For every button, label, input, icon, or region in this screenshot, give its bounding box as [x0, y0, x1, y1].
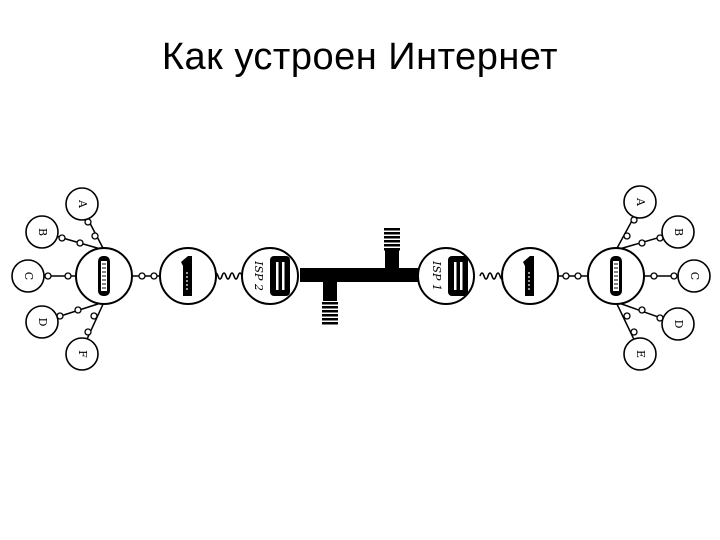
- isp-2-label: ISP 2: [252, 260, 265, 291]
- isp-1-label: ISP 1: [430, 260, 443, 291]
- right-modem: [501, 247, 559, 305]
- isp-2-node: ISP 2: [241, 247, 299, 305]
- isp-1-node: ISP 1: [417, 247, 475, 305]
- left-leaf-f: F: [65, 337, 99, 371]
- right-leaf-c: C: [677, 259, 711, 293]
- left-leaf-a-label: A: [76, 199, 89, 209]
- link-left-hub-to-modem: [132, 272, 162, 280]
- left-leaf-b: B: [25, 215, 59, 249]
- left-leaf-a: A: [65, 187, 99, 221]
- right-leaf-b: B: [661, 215, 695, 249]
- left-hub: [75, 247, 133, 305]
- slide-title: Как устроен Интернет: [161, 36, 559, 78]
- backbone: [300, 228, 430, 325]
- backbone-connector-bottom: [322, 302, 338, 325]
- link-right-modem-to-hub: [558, 272, 588, 280]
- left-leaf-f-label: F: [76, 350, 89, 358]
- left-leaf-b-label: B: [36, 228, 49, 236]
- right-leaf-b-label: B: [672, 228, 685, 236]
- right-hub: [587, 247, 645, 305]
- right-leaf-d-label: D: [672, 320, 685, 329]
- right-leaf-e-label: E: [634, 350, 647, 358]
- left-leaf-c-label: C: [22, 272, 35, 280]
- right-leaf-e: E: [623, 337, 657, 371]
- right-leaf-a-label: A: [634, 197, 647, 207]
- left-leaf-c: C: [11, 259, 45, 293]
- right-leaf-a: A: [623, 185, 657, 219]
- right-spoke-beads: [623, 216, 678, 336]
- left-leaf-d-label: D: [36, 318, 49, 327]
- backbone-connector-top: [384, 228, 400, 251]
- left-spoke-beads: [44, 218, 99, 336]
- right-leaf-d: D: [661, 307, 695, 341]
- right-leaf-c-label: C: [688, 272, 701, 280]
- left-leaf-d: D: [25, 305, 59, 339]
- left-modem: [159, 247, 217, 305]
